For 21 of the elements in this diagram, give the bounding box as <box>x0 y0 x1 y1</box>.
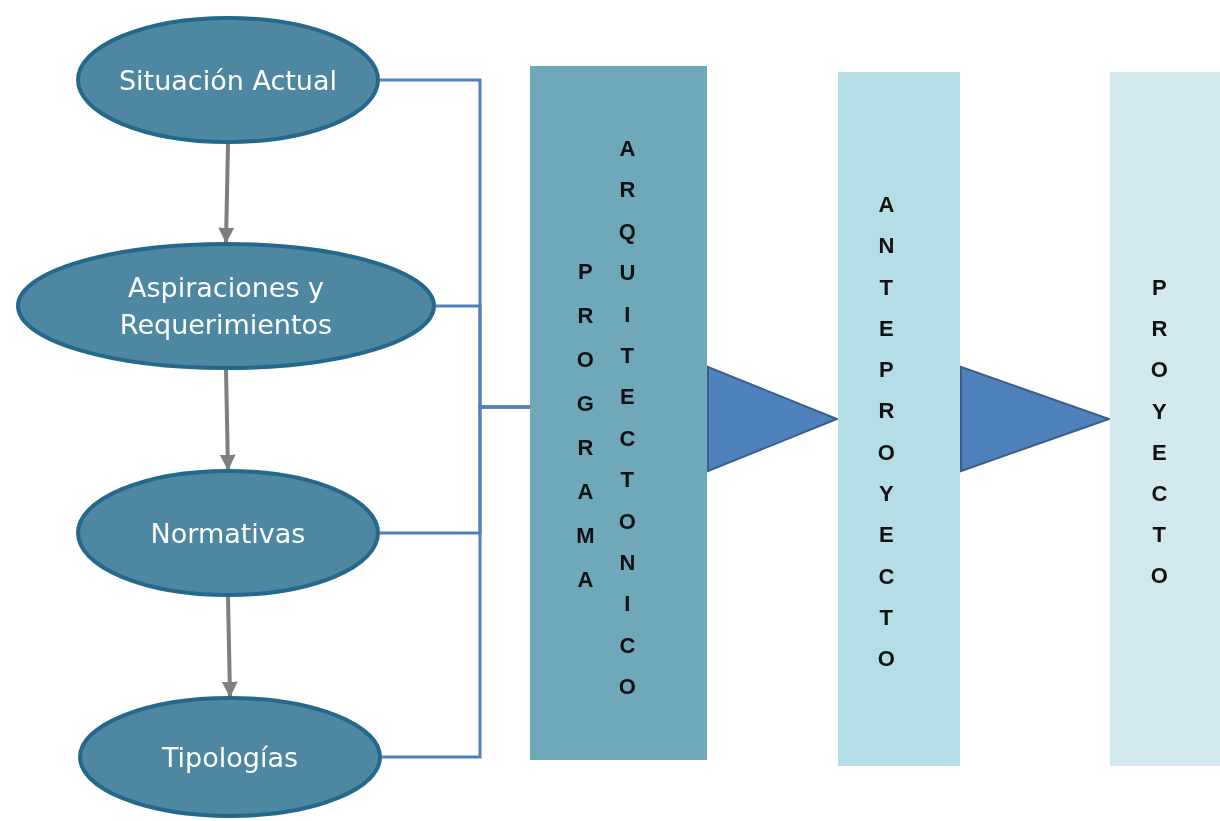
arrow <box>218 143 235 244</box>
node-label: Situación Actual <box>118 63 338 98</box>
vertical-panel <box>1110 72 1220 766</box>
vertical-label: ANTEPROYECTO <box>877 191 896 674</box>
ellipse-node <box>78 696 382 818</box>
ellipse-node <box>16 242 436 370</box>
arrow <box>221 596 238 698</box>
ellipse-node <box>76 469 380 597</box>
vertical-label: PROGRAMA <box>576 258 595 594</box>
chevron-arrow <box>707 365 840 473</box>
node-label: Tipologías <box>160 740 300 775</box>
chevron-arrow <box>960 365 1112 473</box>
vertical-panel <box>838 72 960 766</box>
vertical-panel <box>530 66 707 760</box>
vertical-label: PROYECTO <box>1150 274 1169 591</box>
arrow <box>219 369 236 471</box>
bracket-line <box>382 405 530 759</box>
vertical-label: ARQUITECTONICO <box>618 135 637 702</box>
node-label: Normativas <box>149 516 307 551</box>
ellipse-node <box>76 16 380 144</box>
node-label: Aspiraciones y Requerimientos <box>118 271 334 342</box>
